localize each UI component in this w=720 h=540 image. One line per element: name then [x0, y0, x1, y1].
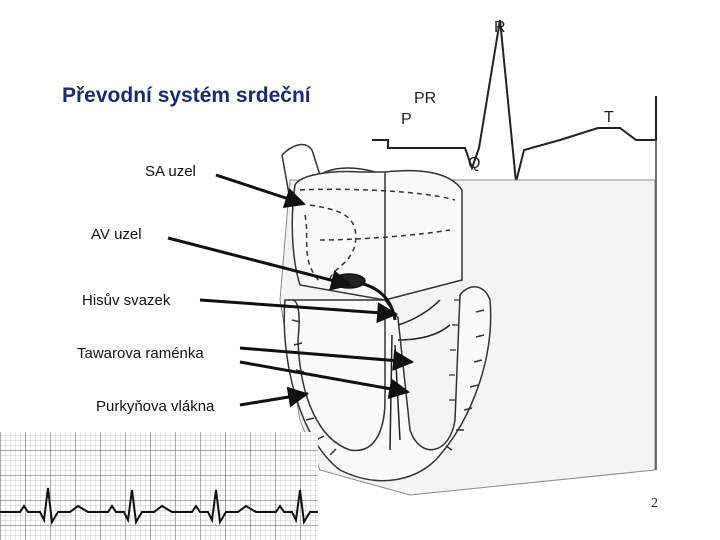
- page-number: 2: [651, 496, 658, 511]
- wave-label-pr: PR: [414, 90, 436, 107]
- wave-label-t: T: [604, 109, 614, 126]
- wave-label-r: R: [494, 19, 506, 36]
- wave-label-q: Q: [468, 155, 480, 172]
- arrow-purkinje: [239, 386, 310, 408]
- arrow-av: [167, 236, 353, 291]
- arrow-tawara-1: [239, 346, 415, 371]
- label-arrows: [167, 173, 415, 408]
- label-sa-uzel: SA uzel: [145, 163, 196, 180]
- ecg-strip: [0, 432, 318, 540]
- arrow-tawara-2: [239, 360, 411, 400]
- label-hisuv-svazek: Hisův svazek: [82, 292, 171, 309]
- arrow-sa: [215, 173, 306, 209]
- slide-title: Převodní systém srdeční: [62, 84, 311, 107]
- heart-illustration: [279, 143, 656, 496]
- wave-label-p: P: [401, 111, 412, 128]
- label-tawarova-ramenka: Tawarova raménka: [77, 345, 204, 362]
- label-purkynova-vlakna: Purkyňova vlákna: [96, 398, 215, 415]
- arrow-his: [199, 298, 399, 324]
- label-av-uzel: AV uzel: [91, 226, 142, 243]
